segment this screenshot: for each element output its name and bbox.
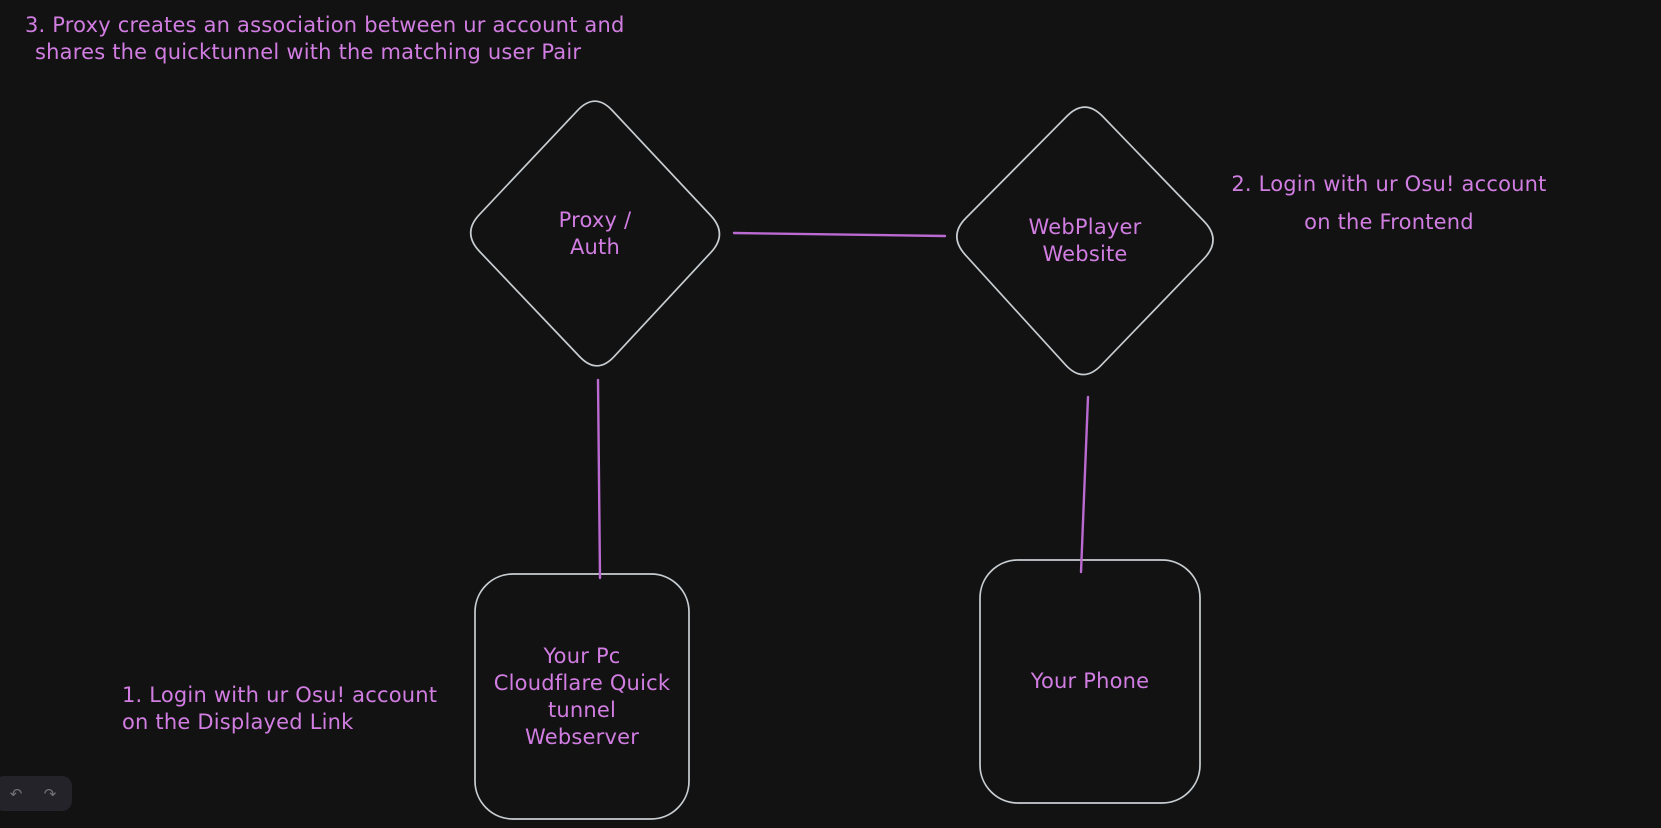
proxy-auth-label[interactable]: Proxy / Auth — [558, 207, 632, 259]
phone-label[interactable]: Your Phone — [1030, 669, 1150, 693]
connector-proxy-to-webplayer[interactable] — [732, 231, 947, 238]
connector-proxy-to-pc[interactable] — [596, 378, 602, 580]
redo-button[interactable]: ↷ — [36, 780, 64, 808]
annotation-step-2[interactable]: 2. Login with ur Osu! account on the Fro… — [1228, 165, 1550, 241]
phone-box[interactable] — [979, 559, 1201, 804]
redo-icon: ↷ — [43, 784, 57, 803]
annotation-step-1[interactable]: 1. Login with ur Osu! account on the Dis… — [122, 682, 437, 736]
webplayer-diamond[interactable] — [956, 106, 1214, 376]
annotation-step-3-line-2: shares the quicktunnel with the matching… — [35, 40, 582, 64]
annotation-step-2-line-2: on the Frontend — [1304, 210, 1474, 234]
webplayer-label[interactable]: WebPlayer Website — [1028, 215, 1142, 266]
pc-tunnel-label[interactable]: Your Pc Cloudflare Quick tunnel Webserve… — [493, 643, 671, 749]
annotation-step-1-line-2: on the Displayed Link — [122, 710, 354, 734]
undo-icon: ↶ — [9, 784, 23, 803]
annotation-step-3[interactable]: 3. Proxy creates an association between … — [25, 12, 625, 66]
pc-tunnel-box[interactable] — [474, 573, 690, 820]
undo-redo-island: ↶ ↷ — [0, 776, 72, 811]
undo-button[interactable]: ↶ — [2, 780, 30, 808]
proxy-auth-diamond[interactable] — [469, 100, 721, 367]
annotation-step-1-line-1: 1. Login with ur Osu! account — [122, 683, 438, 707]
annotation-step-3-line-1: 3. Proxy creates an association between … — [25, 13, 625, 37]
connector-webplayer-to-phone[interactable] — [1079, 395, 1090, 574]
annotation-step-2-line-1: 2. Login with ur Osu! account — [1231, 172, 1547, 196]
